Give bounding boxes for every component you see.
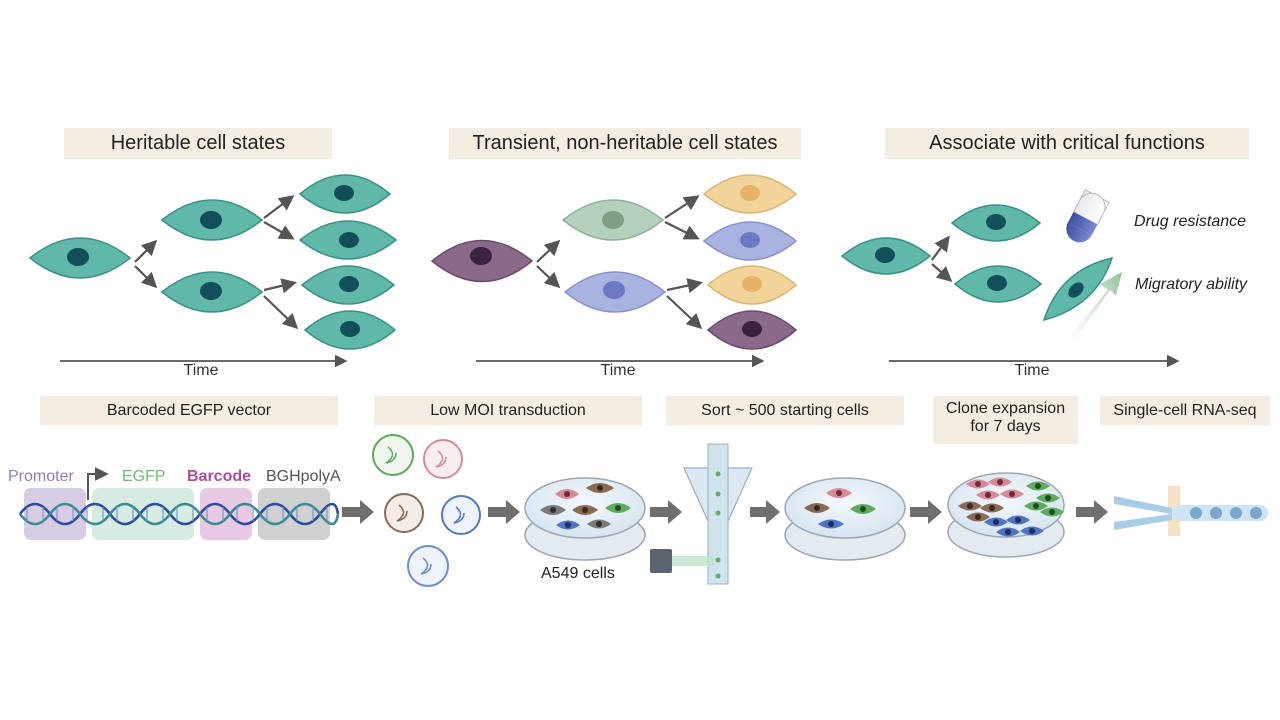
process-arrow [910, 500, 942, 524]
egfp-label: EGFP [122, 468, 166, 485]
process-arrow [342, 500, 374, 524]
step-sort-header: Sort ~ 500 starting cells [666, 396, 904, 425]
transient-header: Transient, non-heritable cell states [449, 128, 801, 159]
cell-nucleus [67, 248, 89, 266]
cell-nucleus [740, 232, 760, 248]
process-arrows [342, 500, 1108, 524]
cell-nucleus [740, 185, 760, 201]
step-sort-title: Sort ~ 500 starting cells [701, 402, 869, 419]
process-arrow [1076, 500, 1108, 524]
virus-icon [407, 545, 449, 587]
step-scrnaseq-title: Single-cell RNA-seq [1113, 402, 1257, 419]
branch-arrows [536, 195, 704, 330]
time-label-transient: Time [600, 362, 636, 379]
time-label-heritable: Time [183, 362, 219, 379]
functions-lineage [840, 189, 1180, 368]
functions-title: Associate with critical functions [929, 132, 1205, 154]
cell-nucleus [742, 276, 762, 292]
time-label-functions: Time [1014, 362, 1050, 379]
heritable-header: Heritable cell states [64, 128, 332, 159]
lentivirus-particles [372, 434, 481, 587]
barcode-region [200, 488, 252, 540]
polya-region [258, 488, 330, 540]
promoter-region [24, 488, 86, 540]
process-arrow [488, 500, 520, 524]
process-arrow [650, 500, 682, 524]
drug-pill-icon [1066, 189, 1110, 243]
a549-cells-label: A549 cells [541, 565, 615, 582]
cell-nucleus [470, 247, 492, 265]
heritable-lineage [28, 174, 398, 368]
branch-arrows [931, 235, 953, 283]
drug-resistance-label: Drug resistance [1134, 213, 1247, 230]
droplet-microfluidics-icon [1114, 486, 1268, 536]
cell-sorter-icon [650, 443, 753, 585]
virus-icon [441, 495, 481, 535]
step-vector-header: Barcoded EGFP vector [40, 396, 338, 425]
promoter-label: Promoter [8, 468, 74, 485]
process-arrow [750, 500, 780, 524]
virus-icon [384, 493, 424, 533]
step-vector-title: Barcoded EGFP vector [106, 402, 272, 419]
migration-arrow-icon [1070, 272, 1122, 338]
cell-nucleus [339, 232, 359, 248]
cell-nucleus [339, 276, 359, 292]
egfp-region [92, 488, 194, 540]
cell-nucleus [603, 281, 625, 299]
culture-dish-expanded [947, 472, 1065, 558]
vector-construct [18, 467, 340, 540]
culture-dish-a549 [524, 477, 646, 561]
cell-nucleus [602, 211, 624, 229]
cell-nucleus [986, 214, 1006, 230]
step-expansion-title-line2: for 7 days [970, 418, 1041, 435]
polya-label: BGHpolyA [266, 468, 341, 485]
virus-icon [423, 439, 463, 479]
transient-title: Transient, non-heritable cell states [472, 132, 778, 154]
branch-arrows [134, 195, 299, 330]
dna-helix [18, 502, 340, 526]
step-transduction-header: Low MOI transduction [374, 396, 642, 425]
transient-lineage [430, 174, 798, 368]
cell-nucleus [875, 247, 895, 263]
cell-nucleus [1068, 282, 1084, 298]
cell-nucleus [742, 321, 762, 337]
step-scrnaseq-header: Single-cell RNA-seq [1100, 396, 1270, 425]
cell-nucleus [334, 185, 354, 201]
culture-dish-sorted [784, 477, 906, 561]
cell-nucleus [987, 275, 1007, 291]
promoter-arrow-icon [87, 467, 109, 500]
cell-nucleus [340, 321, 360, 337]
step-expansion-title-line1: Clone expansion [945, 400, 1066, 417]
virus-icon [372, 434, 414, 476]
cell-nucleus [200, 211, 222, 229]
step-transduction-title: Low MOI transduction [430, 402, 586, 419]
heritable-title: Heritable cell states [110, 132, 286, 154]
functions-header: Associate with critical functions [885, 128, 1249, 159]
barcode-label: Barcode [187, 468, 252, 485]
step-expansion-header: Clone expansion for 7 days [933, 396, 1078, 444]
migratory-ability-label: Migratory ability [1135, 276, 1248, 293]
cell-nucleus [200, 282, 222, 300]
